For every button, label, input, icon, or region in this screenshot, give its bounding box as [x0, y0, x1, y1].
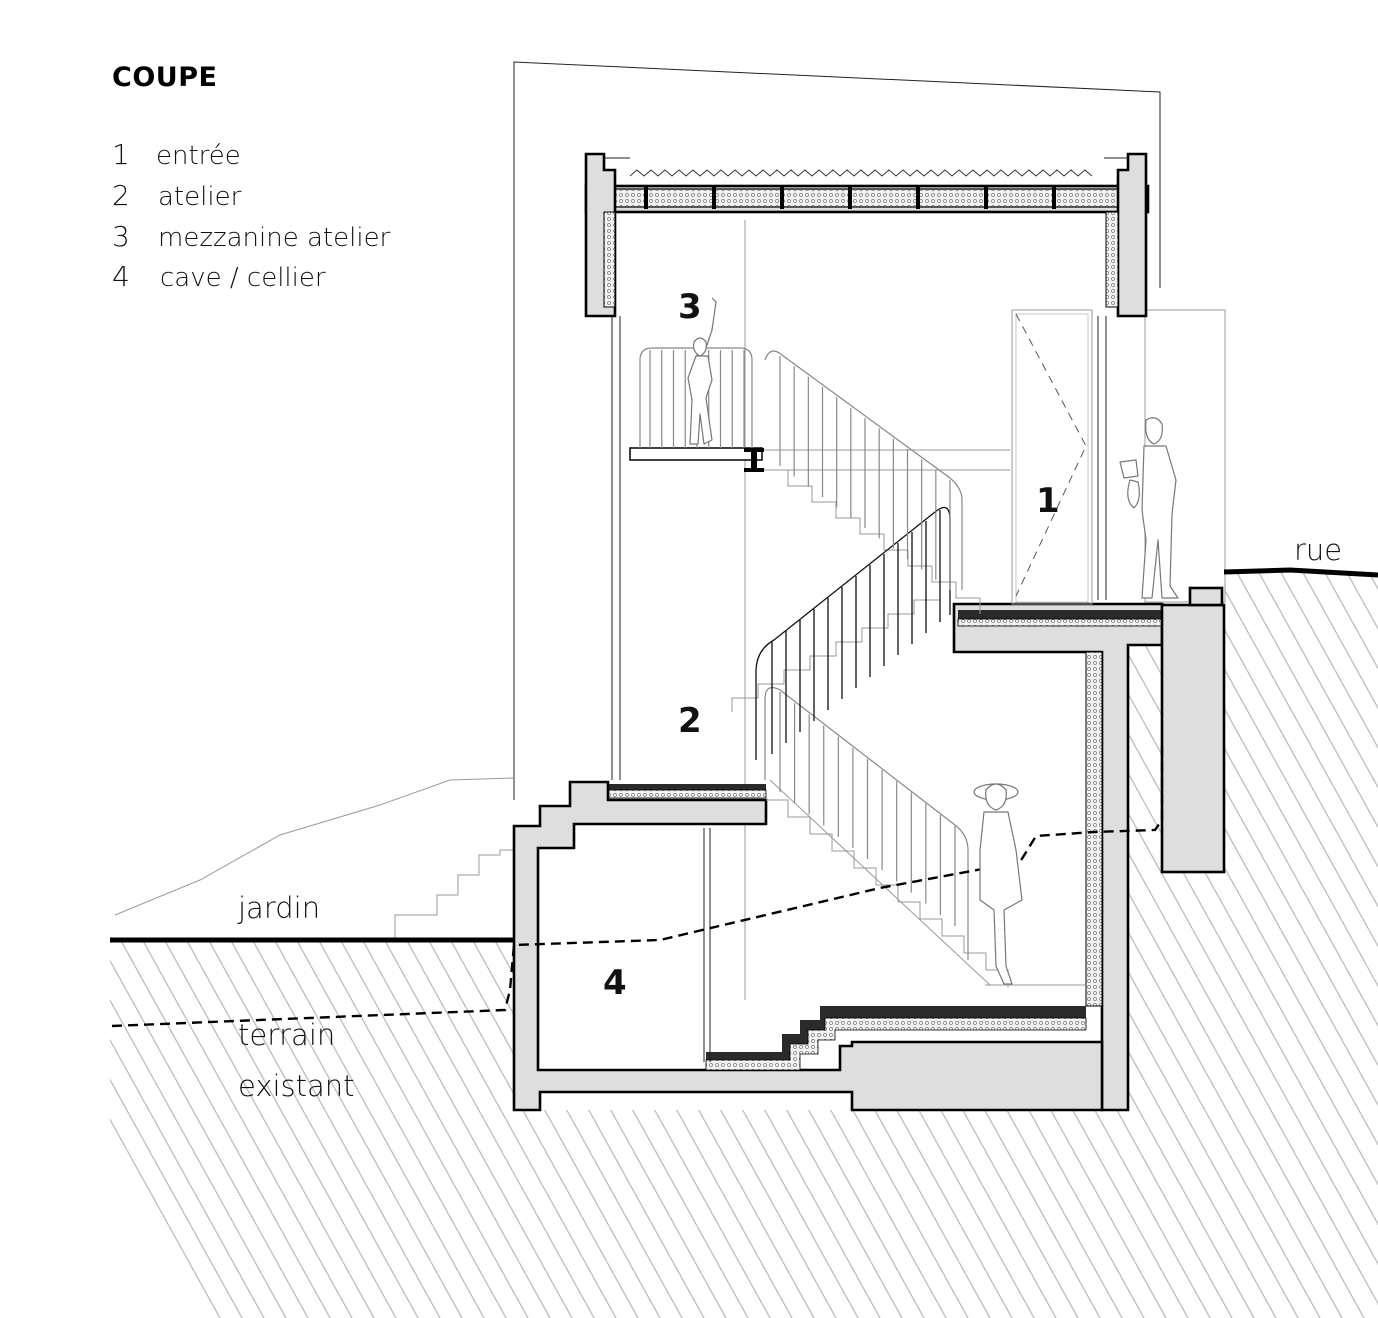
- legend-item: 3 mezzanine atelier: [112, 220, 391, 253]
- legend-label: mezzanine atelier: [158, 223, 391, 253]
- legend-label: atelier: [158, 182, 242, 212]
- legend-item: 2 atelier: [112, 179, 242, 212]
- person-entrance: [1119, 417, 1179, 599]
- existing-terrain-line: [111, 740, 1164, 1028]
- legend-label: entrée: [156, 141, 241, 171]
- room-tag-1: 1: [1036, 481, 1060, 521]
- legend-item: 4 cave / cellier: [112, 260, 326, 293]
- label-existant: existant: [238, 1069, 355, 1103]
- person-cave: [973, 783, 1023, 985]
- label-terrain: terrain: [238, 1018, 335, 1052]
- staircase: [731, 469, 1009, 987]
- legend-number: 3: [112, 220, 130, 253]
- legend-label: cave / cellier: [160, 263, 326, 293]
- room-tag-2: 2: [678, 701, 702, 741]
- label-rue: rue: [1294, 533, 1342, 567]
- legend: 1 entrée 2 atelier 3 mezzanine atelier 4…: [112, 138, 391, 293]
- drawing-title: COUPE: [112, 62, 217, 93]
- entrance-door: [1011, 309, 1093, 605]
- ground-lines: [110, 567, 1378, 943]
- railings: [639, 347, 969, 960]
- legend-item: 1 entrée: [112, 138, 241, 171]
- room-tag-3: 3: [678, 287, 702, 327]
- legend-number: 2: [112, 179, 130, 212]
- legend-number: 4: [112, 260, 130, 293]
- label-jardin: jardin: [237, 891, 320, 925]
- person-mezzanine: [687, 297, 717, 445]
- room-tag-4: 4: [603, 963, 627, 1003]
- legend-number: 1: [112, 138, 130, 171]
- building-structure: [512, 152, 1226, 1112]
